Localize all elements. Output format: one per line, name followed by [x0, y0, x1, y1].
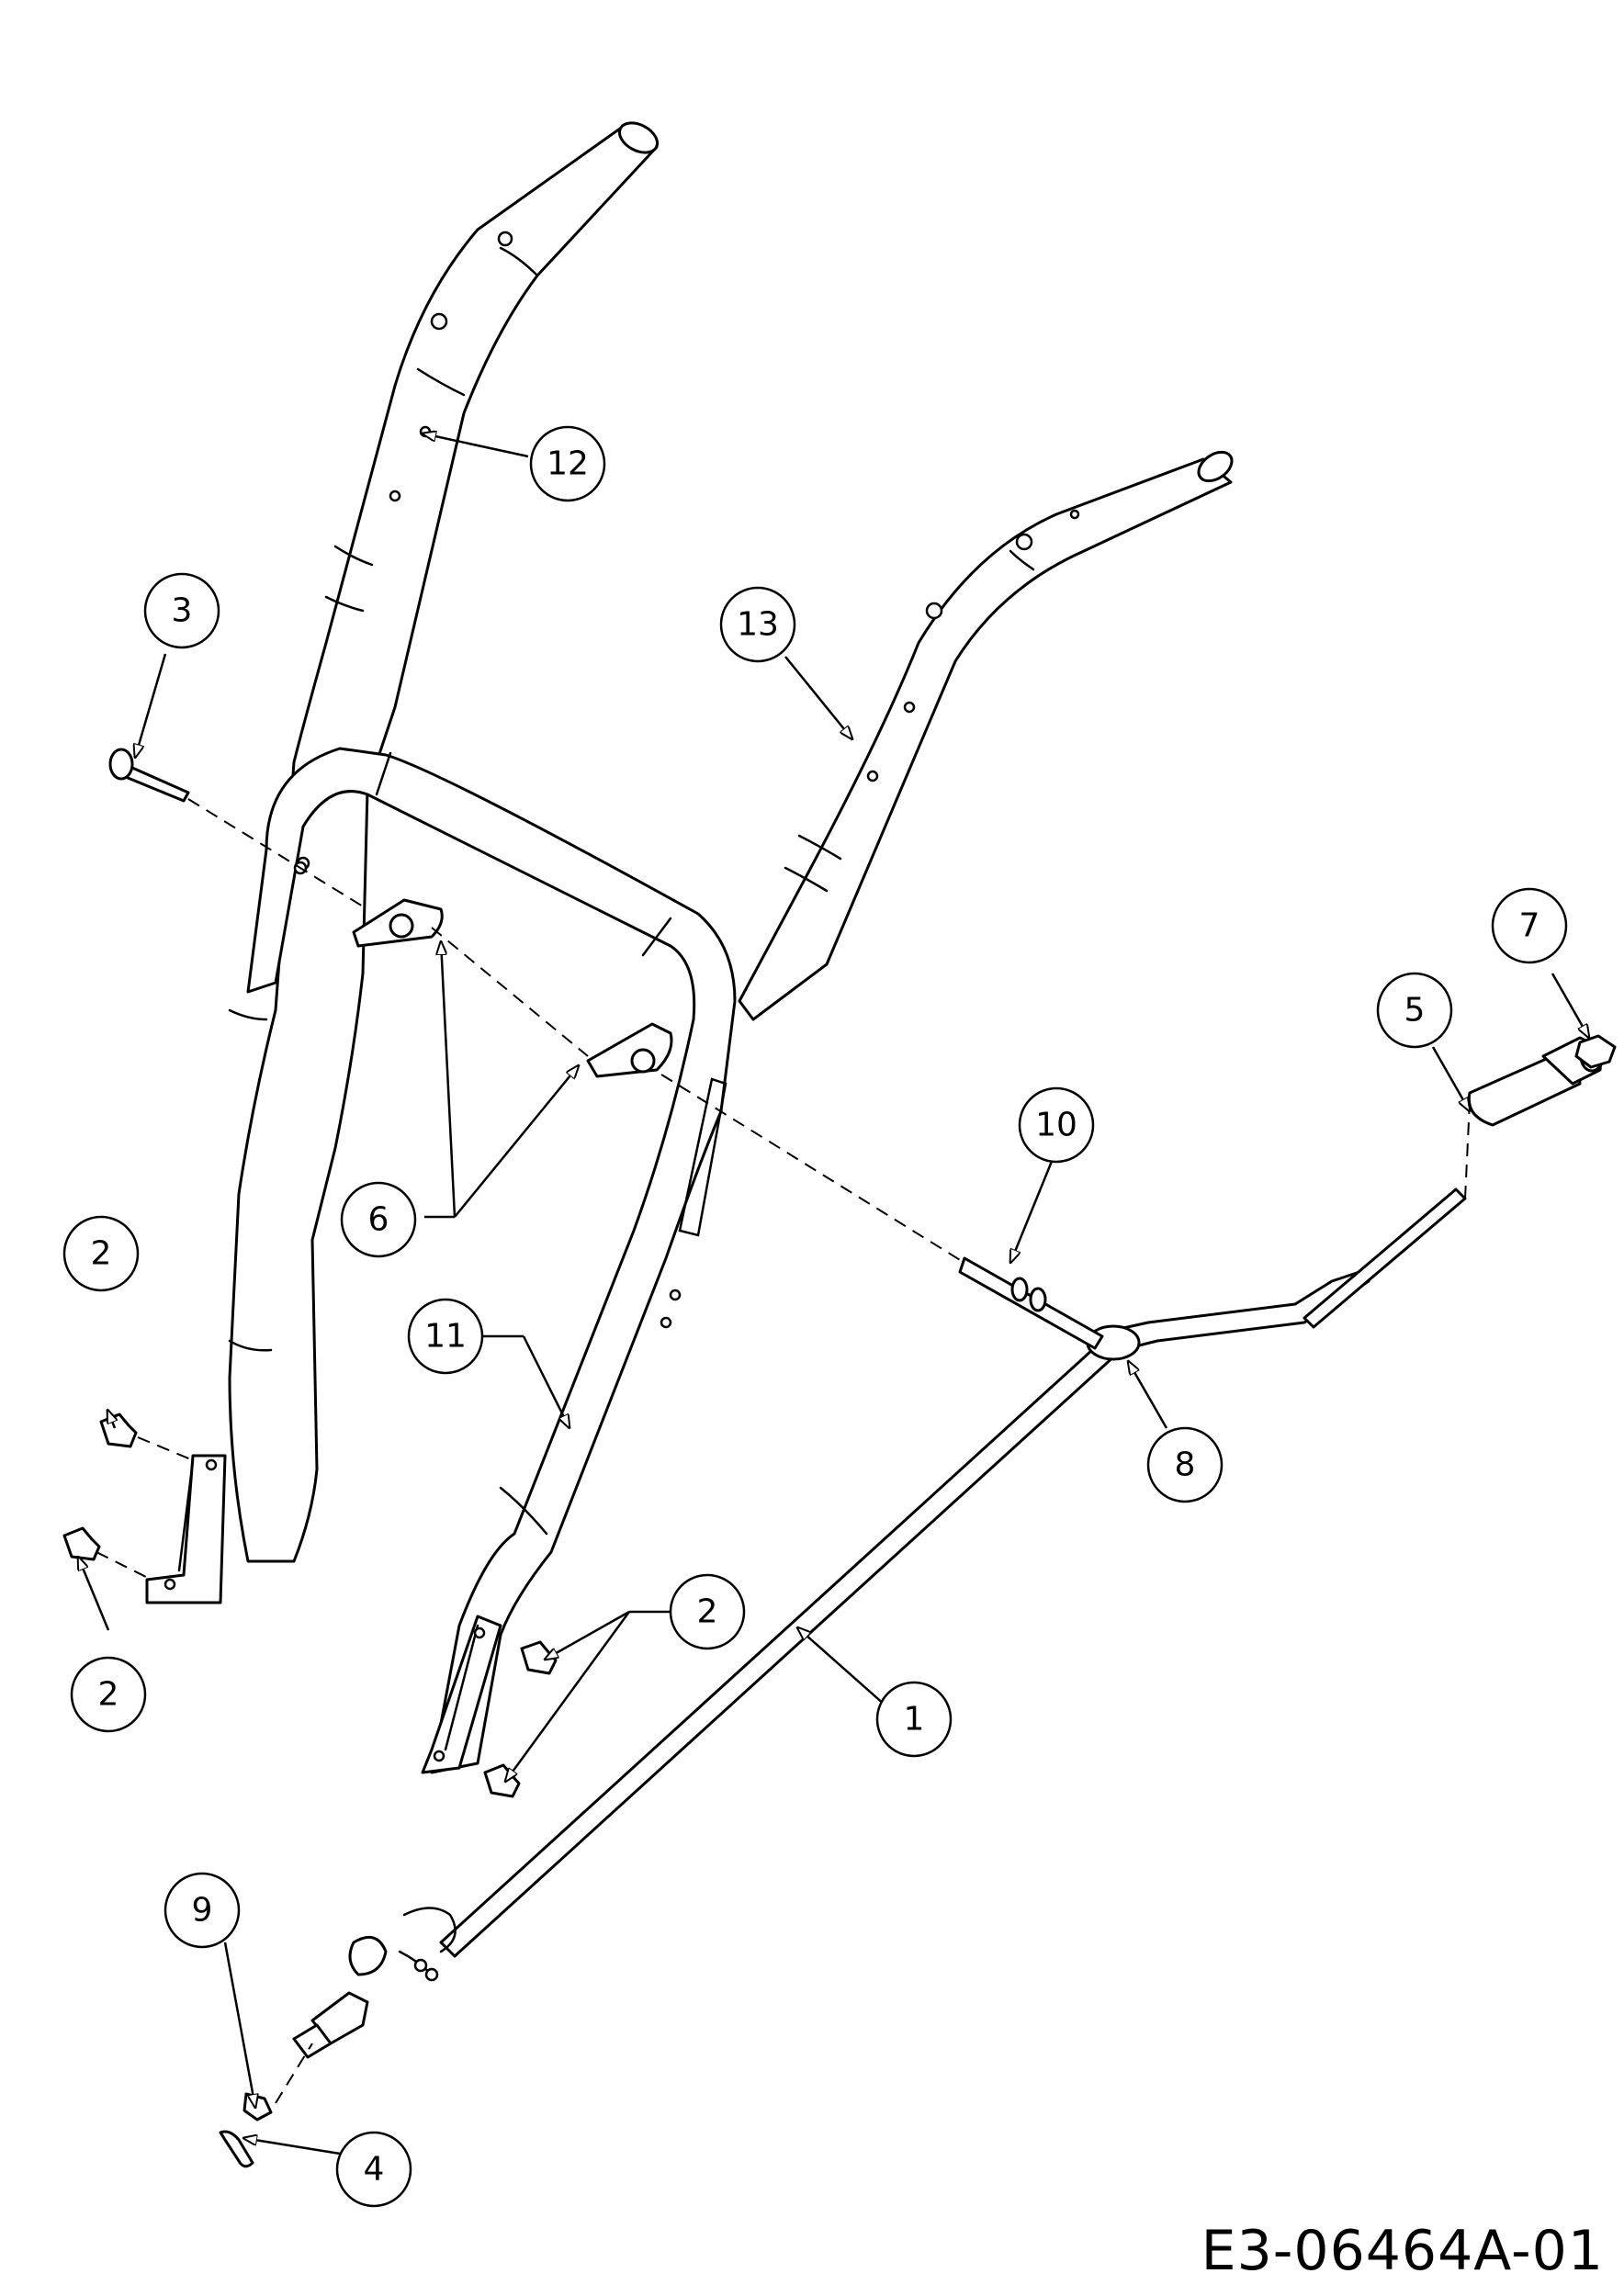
long-bolt-part	[108, 748, 190, 803]
callout-label: 2	[697, 1593, 718, 1631]
left-handle-part	[145, 121, 660, 1604]
clip-washer-part	[242, 2092, 273, 2122]
assembly-lines	[96, 798, 1471, 2104]
callout-9: 9	[164, 1872, 241, 1949]
callout-10: 10	[1018, 1086, 1095, 1164]
callout-7: 7	[1491, 887, 1568, 964]
shift-rod-part	[439, 1187, 1467, 1958]
callout-label: 9	[192, 1892, 213, 1930]
callout-label: 11	[424, 1318, 467, 1356]
callout-6: 6	[340, 1181, 417, 1258]
callout-label: 8	[1175, 1446, 1196, 1484]
callout-label: 4	[364, 2151, 385, 2189]
hex-bolt-part	[62, 1412, 558, 1798]
callout-label: 13	[737, 606, 779, 644]
callout-13: 13	[719, 586, 796, 663]
callout-label: 3	[172, 592, 193, 630]
callout-label: 5	[1404, 992, 1426, 1030]
drawing-code: E3-06464A-01	[1201, 2219, 1604, 2283]
lower-handle-part	[246, 747, 737, 1774]
knob-nut-part	[1574, 1034, 1617, 1069]
callout-2-lower-left: 2	[70, 1656, 147, 1733]
callout-label: 6	[368, 1201, 389, 1239]
right-handle-part	[738, 450, 1234, 1021]
hairpin-clip-part	[219, 2130, 254, 2168]
callout-8: 8	[1146, 1426, 1224, 1503]
callout-label: 2	[91, 1235, 112, 1273]
callout-label: 7	[1519, 907, 1540, 945]
callout-2-center: 2	[669, 1573, 746, 1650]
callout-label: 12	[547, 445, 589, 483]
callout-label: 2	[98, 1676, 119, 1714]
callout-label: 10	[1035, 1107, 1077, 1144]
callout-11: 11	[407, 1298, 484, 1375]
callout-2-upper-left: 2	[62, 1215, 140, 1292]
callout-4: 4	[335, 2131, 412, 2208]
leader-lines	[78, 433, 1589, 2155]
callout-3: 3	[143, 572, 220, 649]
shift-linkage-part	[292, 1907, 457, 2059]
callout-label: 1	[904, 1701, 925, 1739]
handle-knob-part	[352, 898, 673, 1078]
callout-1: 1	[875, 1681, 953, 1758]
callout-12: 12	[529, 425, 606, 502]
callout-5: 5	[1376, 972, 1453, 1049]
